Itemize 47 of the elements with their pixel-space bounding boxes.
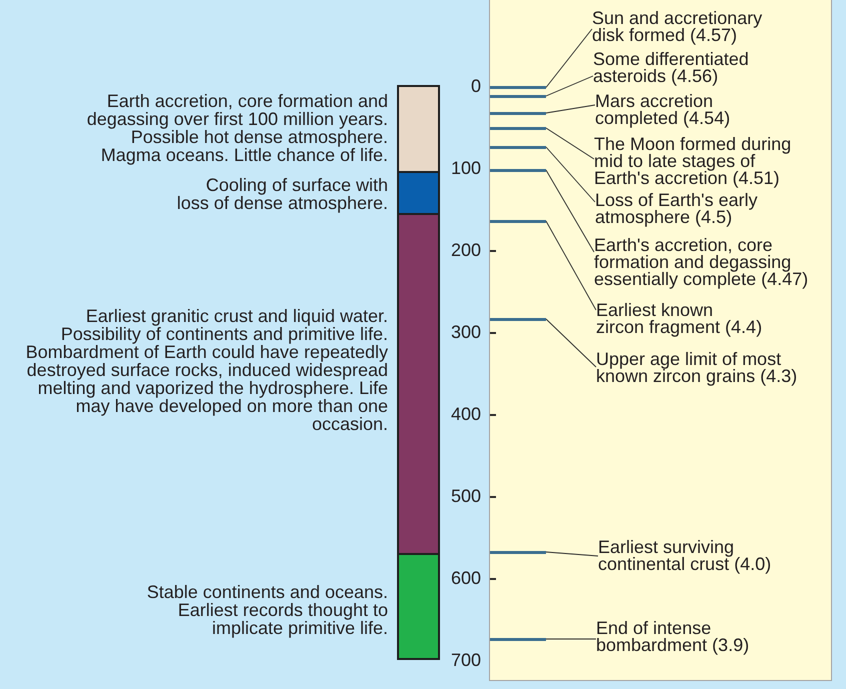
axis-value: 0 (470, 77, 481, 95)
era-description: Earliest granitic crust and liquid water. Possibility of continents and primitive life. Bombardment of Earth could have repeatedly destroyed surface rocks, induced widespread melting and vaporized the hydrosphere. Life may have developed on more than one occasion. (24, 307, 388, 433)
leader-line (546, 318, 596, 368)
event-tick (490, 550, 546, 554)
event-tick (490, 220, 546, 222)
event-tick (490, 318, 546, 320)
event-tick (490, 112, 546, 114)
axis-value: 300 (450, 323, 481, 341)
era-band (397, 213, 440, 553)
era-description: Stable continents and oceans. Earliest records thought to implicate primitive life. (146, 583, 388, 637)
event-tick (490, 86, 546, 89)
leader-line (546, 128, 594, 160)
event-tick (490, 146, 546, 148)
event-label: Upper age limit of most known zircon grains (4.3) (596, 351, 798, 385)
event-tick (490, 126, 546, 130)
event-label: End of intense bombardment (3.9) (596, 620, 754, 654)
event-tick (490, 168, 546, 172)
leader-line (546, 170, 594, 252)
event-label: Earliest known zircon fragment (4.4) (596, 302, 763, 336)
event-label: Mars accretion completed (4.54) (595, 93, 735, 127)
timeline-panel (489, 0, 832, 681)
leader-line (546, 552, 598, 556)
leader-line (546, 220, 596, 310)
event-label: Sun and accretionary disk formed (4.57) (592, 10, 772, 44)
axis-value: 400 (450, 405, 481, 423)
axis-value: 600 (450, 569, 481, 587)
era-band (397, 85, 440, 171)
era-band (397, 553, 440, 660)
event-label: Earliest surviving continental crust (4.0) (598, 539, 776, 573)
era-description: Earth accretion, core formation and degassing over first 100 million years. Possible hot dense atmosphere. Magma oceans. Little chance of life. (86, 92, 388, 164)
event-tick (490, 638, 546, 640)
axis-value: 100 (450, 159, 481, 177)
axis-value: 500 (450, 487, 481, 505)
event-label: Earth's accretion, core formation and degassing essentially complete (4.47) (594, 237, 811, 288)
event-label: Some differentiated asteroids (4.56) (593, 51, 757, 85)
event-label: Loss of Earth's early atmosphere (4.5) (595, 192, 763, 226)
leader-line (546, 146, 596, 202)
era-description: Cooling of surface with loss of dense atmosphere. (176, 176, 388, 212)
axis-value: 700 (450, 651, 481, 669)
event-label: The Moon formed during mid to late stages of Earth's accretion (4.51) (594, 136, 798, 187)
leader-line (546, 28, 592, 88)
leader-line (546, 76, 594, 96)
event-tick (490, 94, 546, 98)
leader-line (546, 104, 596, 114)
axis-value: 200 (450, 241, 481, 259)
era-band (397, 171, 440, 213)
leader-line (546, 638, 596, 640)
